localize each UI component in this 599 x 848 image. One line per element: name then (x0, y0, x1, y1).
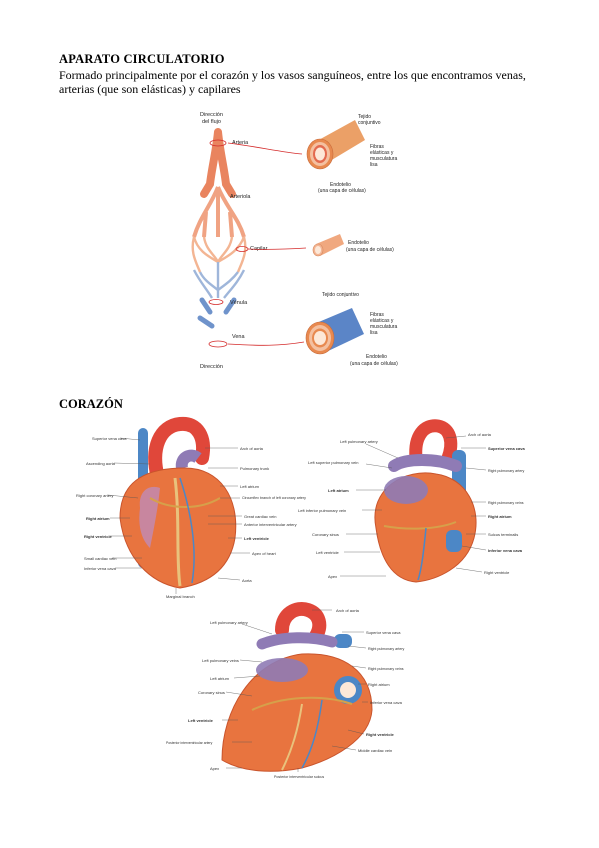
hf-label-3: Right coronary artery (76, 493, 113, 498)
label-arteria: Arteria (232, 140, 249, 146)
hb-label-3: Left atrium (328, 488, 349, 493)
hf-label-r1: Arch of aorta (240, 446, 264, 451)
vein-endotelio-label-1: Endotelio (366, 354, 387, 360)
hbot-label-2: Left pulmonary veins (202, 658, 239, 663)
hbot-label-3: Left atrium (210, 676, 230, 681)
hbot-label-5: Left ventricle (188, 718, 214, 723)
section-title-aparato-circulatorio: APARATO CIRCULATORIO (59, 52, 225, 66)
artery-endotelio-label-2: (una capa de células) (318, 188, 366, 194)
vein-fibras-label-1: Fibras (370, 312, 384, 318)
vein-fibras-label-3: musculatura (370, 324, 397, 330)
hbot-label-r7: Middle cardiac vein (358, 748, 392, 753)
hbot-label-r4: Right atrium (368, 682, 390, 687)
hb-label-5: Coronary sinus (312, 532, 339, 537)
label-venula: Vénula (230, 300, 248, 306)
hf-label-4: Right atrium (86, 516, 110, 521)
artery-fibras-label-1: Fibras (370, 144, 384, 150)
label-arteriola: Arteriola (230, 194, 251, 200)
vein-endotelio-label-2: (una capa de células) (350, 361, 398, 367)
hb-label-4: Left inferior pulmonary vein (298, 508, 346, 513)
hf-label-r9: Aorta (242, 578, 252, 583)
vein-fibras-label-4: lisa (370, 330, 378, 336)
hf-label-r8: Apex of heart (252, 551, 277, 556)
hb-label-7: Apex (328, 574, 337, 579)
hbot-label-r6: Right ventricle (366, 732, 395, 737)
hf-label-2: Ascending aorta (86, 461, 116, 466)
artery-cross-section (306, 120, 365, 170)
label-direccion: Dirección (200, 364, 223, 370)
intro-paragraph: Formado principalmente por el corazón y … (59, 68, 526, 96)
hf-label-r4: Circumflex branch of left coronary arter… (242, 496, 306, 500)
heart-posterior-view: Left pulmonary artery Left superior pulm… (298, 419, 525, 583)
hb-label-1: Left pulmonary artery (340, 439, 378, 444)
hf-label-r5: Great cardiac vein (244, 514, 276, 519)
capillary-endotelio-label-1: Endotelio (348, 240, 369, 246)
artery-endotelio-label-1: Endotelio (330, 182, 351, 188)
blood-vessels-figure: Dirección del flujo Arteria Arteriola Ca… (191, 112, 398, 370)
artery-fibras-label-2: elásticas y (370, 150, 394, 156)
hb-label-r7: Inferior vena cava (488, 548, 523, 553)
hf-label-7: Inferior vena cava (84, 566, 117, 571)
hbot-label-b1: Posterior interventricular sulcus (274, 775, 324, 779)
hbot-label-6: Posterior interventricular artery (166, 741, 213, 745)
flow-direction-label-1: Dirección (200, 112, 223, 118)
hf-label-5: Right ventricle (84, 534, 113, 539)
hb-label-r5: Right atrium (488, 514, 512, 519)
artery-tejido-label-2: conjuntivo (358, 120, 381, 126)
hf-label-r2: Pulmonary trunk (240, 466, 269, 471)
hf-label-6: Small cardiac vein (84, 556, 116, 561)
artery-tejido-label-1: Tejido (358, 114, 371, 120)
hbot-label-1: Left pulmonary artery (210, 620, 248, 625)
hb-label-r4: Right pulmonary veins (488, 501, 524, 505)
hb-label-r6: Sulcus terminalis (488, 532, 518, 537)
hf-label-bottom: Marginal branch (166, 594, 195, 599)
heart-inferior-view: Arch of aorta Left pulmonary artery Left… (166, 602, 405, 779)
flow-direction-label-2: del flujo (202, 119, 221, 125)
hf-label-r3: Left atrium (240, 484, 260, 489)
capillary-cross-section (312, 234, 344, 257)
hb-label-6: Left ventricle (316, 550, 339, 555)
hbot-label-r3: Right pulmonary veins (368, 667, 404, 671)
section-title-corazon: CORAZÓN (59, 397, 123, 411)
artery-fibras-label-4: lisa (370, 162, 378, 168)
hf-label-1: Superior vena cava (92, 436, 127, 441)
heart-anterior-view: Superior vena cava Ascending aorta Right… (76, 416, 306, 599)
vein-fibras-label-2: elásticas y (370, 318, 394, 324)
hf-label-r6: Anterior interventricular artery (244, 522, 297, 527)
hbot-label-r1: Superior vena cava (366, 630, 401, 635)
hbot-label-r2: Right pulmonary artery (368, 647, 405, 651)
hbot-label-r5: Inferior vena cava (370, 700, 403, 705)
hb-label-2: Left superior pulmonary vein (308, 460, 358, 465)
hb-label-r2: Superior vena cava (488, 446, 525, 451)
label-vena: Vena (232, 334, 245, 340)
hbot-label-t1: Arch of aorta (336, 608, 360, 613)
vein-tejido-label: Tejido conjuntivo (322, 292, 359, 298)
hf-label-r7: Left ventricle (244, 536, 270, 541)
artery-fibras-label-3: musculatura (370, 156, 397, 162)
capillary-endotelio-label-2: (una capa de células) (346, 247, 394, 253)
hbot-label-4: Coronary sinus (198, 690, 225, 695)
hb-label-r3: Right pulmonary artery (488, 469, 525, 473)
hb-label-r8: Right ventricle (484, 570, 510, 575)
vein-cross-section (305, 308, 364, 355)
hbot-label-7: Apex (210, 766, 219, 771)
hb-label-r1: Arch of aorta (468, 432, 492, 437)
